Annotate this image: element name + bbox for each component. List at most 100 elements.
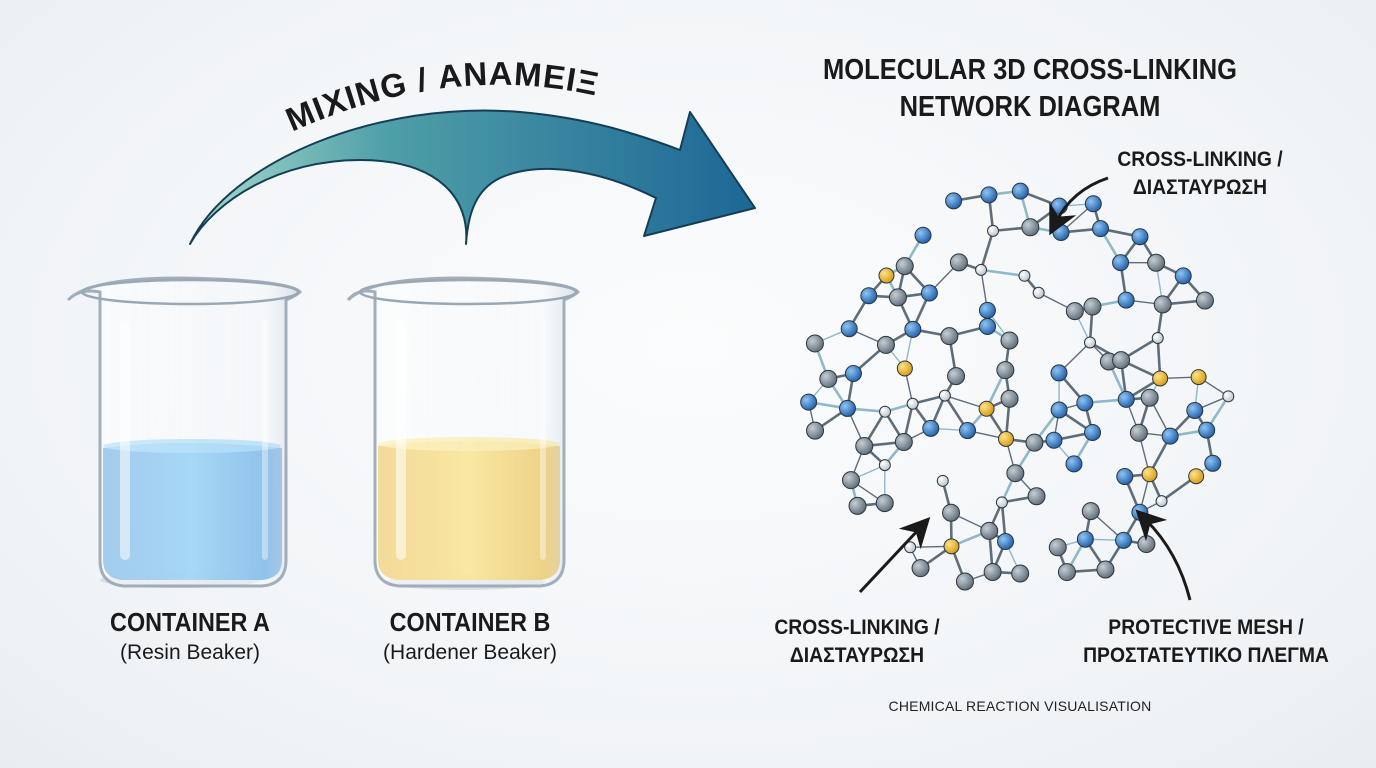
carbon-atom	[1006, 464, 1025, 483]
carbon-atom	[1137, 535, 1156, 554]
annotation-crosslinking-bottom: CROSS-LINKING / ΔΙΑΣΤΑΥΡΩΣΗ	[760, 614, 953, 670]
carbon-atom	[1112, 351, 1131, 370]
annotation-crosslinking-bottom-line2: ΔΙΑΣΤΑΥΡΩΣΗ	[789, 644, 925, 667]
nitrogen-atom	[1161, 427, 1179, 445]
hydrogen-atom	[878, 459, 891, 472]
carbon-atom	[996, 361, 1015, 380]
carbon-atom	[911, 559, 930, 578]
container-b-subtitle: (Hardener Beaker)	[383, 641, 557, 664]
nitrogen-atom	[1045, 431, 1063, 449]
carbon-atom	[806, 421, 825, 440]
sulfur-atom	[878, 267, 895, 284]
annotation-protective-mesh-line1: PROTECTIVE MESH /	[1108, 616, 1304, 639]
beaker-a	[66, 276, 303, 588]
sulfur-atom	[1188, 468, 1205, 485]
nitrogen-atom	[1050, 364, 1068, 382]
hydrogen-atom	[1084, 336, 1097, 349]
molecular-network	[800, 182, 1235, 591]
network-title-line2: NETWORK DIAGRAM	[899, 91, 1161, 123]
carbon-atom	[841, 471, 860, 490]
container-b-title: CONTAINER B	[389, 607, 551, 637]
nitrogen-atom	[1117, 291, 1135, 309]
pointer-arrow-top	[1049, 176, 1109, 236]
nitrogen-atom	[838, 399, 856, 417]
nitrogen-atom	[860, 287, 878, 305]
nitrogen-atom	[904, 320, 922, 338]
carbon-atom	[1065, 302, 1084, 321]
carbon-atom	[955, 572, 974, 591]
carbon-atom	[1081, 502, 1100, 521]
carbon-atom	[1025, 433, 1044, 452]
carbon-atom	[1011, 564, 1030, 583]
footer-caption: CHEMICAL REACTION VISUALISATION	[888, 698, 1152, 714]
hydrogen-atom	[987, 224, 1000, 237]
carbon-atom	[1083, 297, 1102, 316]
hydrogen-atom	[936, 474, 949, 487]
carbon-atom	[1153, 295, 1172, 314]
pointer-arrow-bottom-left	[858, 517, 931, 594]
pointer-arrow-bottom-right	[1135, 509, 1192, 601]
nitrogen-atom	[980, 186, 998, 204]
hydrogen-atom	[938, 389, 951, 402]
hydrogen-atom	[1018, 269, 1031, 282]
carbon-atom	[876, 335, 895, 354]
carbon-atom	[942, 503, 961, 522]
carbon-atom	[940, 327, 959, 346]
network-title-line1: MOLECULAR 3D CROSS-LINKING	[822, 54, 1237, 86]
carbon-atom	[855, 436, 874, 455]
carbon-atom	[1000, 331, 1019, 350]
container-b-caption: CONTAINER B (Hardener Beaker)	[350, 606, 590, 668]
nitrogen-atom	[997, 533, 1015, 551]
hydrogen-atom	[1155, 495, 1168, 508]
carbon-atom	[983, 562, 1002, 581]
nitrogen-atom	[1065, 455, 1083, 473]
sulfur-atom	[1152, 370, 1169, 387]
nitrogen-atom	[1131, 228, 1149, 246]
nitrogen-atom	[1050, 401, 1068, 419]
sulfur-atom	[1141, 466, 1158, 483]
carbon-atom	[848, 496, 867, 515]
sulfur-atom	[943, 538, 960, 555]
nitrogen-atom	[1204, 454, 1222, 472]
nitrogen-atom	[1198, 421, 1216, 439]
network-title: MOLECULAR 3D CROSS-LINKING NETWORK DIAGR…	[810, 52, 1250, 126]
nitrogen-atom	[1131, 503, 1149, 521]
carbon-atom	[1000, 389, 1019, 408]
sulfur-atom	[896, 360, 913, 377]
annotation-protective-mesh-line2: ΠΡΟΣΤΑΤΕΥΤΙΚΟ ΠΛΕΓΜΑ	[1083, 644, 1329, 667]
sulfur-atom	[978, 400, 995, 417]
annotation-protective-mesh: PROTECTIVE MESH / ΠΡΟΣΤΑΤΕΥΤΙΚΟ ΠΛΕΓΜΑ	[1077, 614, 1335, 670]
carbon-atom	[1021, 218, 1040, 237]
hydrogen-atom	[1032, 286, 1045, 299]
carbon-atom	[1140, 388, 1159, 407]
carbon-atom	[1096, 560, 1115, 579]
nitrogen-atom	[1076, 530, 1094, 548]
nitrogen-atom	[844, 364, 862, 382]
nitrogen-atom	[979, 318, 997, 336]
annotation-crosslinking-top-line2: ΔΙΑΣΤΑΥΡΩΣΗ	[1132, 176, 1268, 199]
nitrogen-atom	[1084, 195, 1102, 213]
container-a-caption: CONTAINER A (Resin Beaker)	[80, 606, 300, 668]
hydrogen-atom	[906, 397, 919, 410]
container-a-title: CONTAINER A	[110, 607, 270, 637]
nitrogen-atom	[978, 301, 996, 319]
carbon-atom	[805, 334, 824, 353]
nitrogen-atom	[1076, 394, 1094, 412]
nitrogen-atom	[959, 422, 977, 440]
mixing-arrow	[189, 109, 756, 245]
annotation-crosslinking-top: CROSS-LINKING / ΔΙΑΣΤΑΥΡΩΣΗ	[1108, 146, 1292, 202]
hydrogen-atom	[1222, 390, 1235, 403]
hydrogen-atom	[995, 496, 1008, 509]
nitrogen-atom	[922, 419, 940, 437]
annotation-crosslinking-bottom-line1: CROSS-LINKING /	[774, 616, 940, 639]
carbon-atom	[1129, 423, 1148, 442]
hydrogen-atom	[975, 263, 988, 276]
nitrogen-atom	[914, 226, 932, 244]
sulfur-atom	[1190, 369, 1207, 386]
nitrogen-atom	[800, 393, 818, 411]
nitrogen-atom	[1186, 401, 1204, 419]
nitrogen-atom	[945, 192, 963, 210]
nitrogen-atom	[1052, 223, 1070, 241]
carbon-atom	[1048, 538, 1067, 557]
nitrogen-atom	[840, 320, 858, 338]
